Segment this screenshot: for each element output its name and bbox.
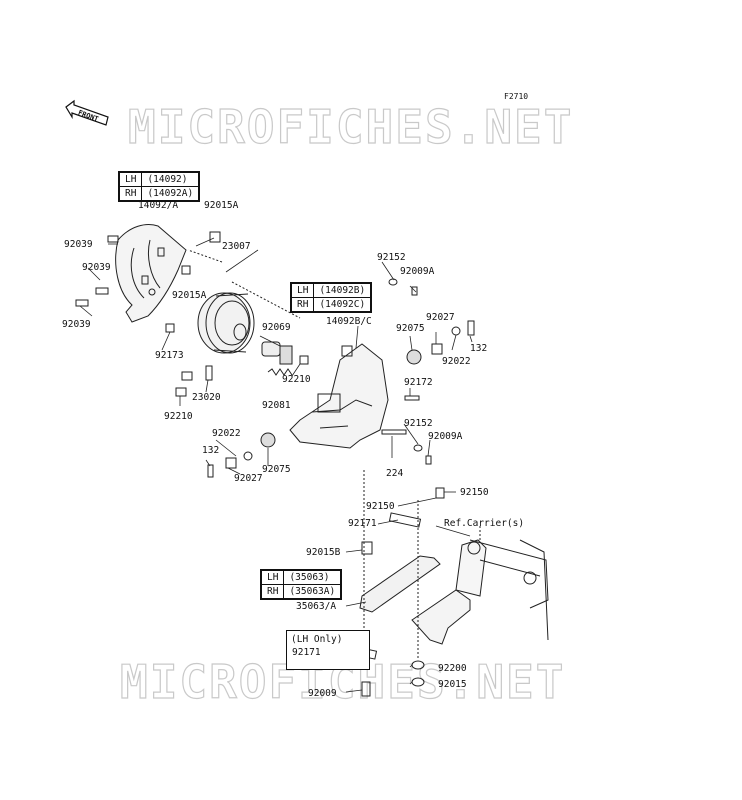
leader-lines-solid [79, 237, 473, 693]
part-label: 92039 [62, 319, 91, 330]
part-label: 92015A [172, 290, 207, 301]
table-cell-part: (35063) [283, 570, 342, 585]
part-label: 92027 [426, 312, 455, 323]
front-arrow-label: FRONT [77, 109, 100, 124]
headlight-cover-drawing [289, 343, 389, 449]
figure-code: F2710 [504, 92, 529, 101]
table-cell-side: RH [118, 186, 143, 201]
table-cell-side: LH [118, 172, 143, 187]
watermark-top: MICROFICHES.NET [127, 99, 574, 154]
stay-drawing [344, 512, 441, 697]
table-cell-side: LH [260, 570, 285, 585]
part-label: 92015B [306, 547, 341, 558]
headlight-bracket-drawing [115, 224, 187, 323]
table-cell-side: LH [290, 283, 315, 298]
lh-only-label: (LH Only) [291, 634, 343, 645]
spring-drawing [267, 368, 293, 376]
lh-only-note: (LH Only) [286, 630, 370, 670]
part-label: 92171 [292, 647, 321, 658]
part-label: 92173 [155, 350, 184, 361]
carrier-frame-drawing [411, 539, 549, 645]
part-label: 92015 [438, 679, 467, 690]
part-label: 224 [386, 468, 404, 479]
leader-lines [187, 249, 481, 660]
part-label: 92039 [64, 239, 93, 250]
table-cell-part: (14092) [141, 172, 200, 187]
part-label: 35063/A [296, 601, 337, 612]
part-label: 92150 [460, 487, 489, 498]
front-arrow-icon: FRONT [65, 99, 109, 126]
part-label: 92015A [204, 200, 239, 211]
table-cell-side: RH [260, 584, 285, 599]
part-label: 92210 [164, 411, 193, 422]
part-label: 132 [202, 445, 220, 456]
part-label: 92027 [234, 473, 263, 484]
part-label: 23007 [222, 241, 251, 252]
part-label: 92009A [428, 431, 463, 442]
part-label: 92039 [82, 262, 111, 273]
part-label: 14092B/C [326, 316, 372, 327]
part-label: 92152 [377, 252, 406, 263]
part-label: 92150 [366, 501, 395, 512]
stay-table: LH(35063) RH(35063A) [260, 569, 343, 600]
headlight-cover-table: LH(14092B) RH(14092C) [290, 282, 373, 313]
part-label: 92022 [442, 356, 471, 367]
part-label: 92069 [262, 322, 291, 333]
table-cell-part: (14092B) [313, 283, 372, 298]
part-label: 92210 [282, 374, 311, 385]
reference-carrier-label: Ref.Carrier(s) [444, 518, 525, 529]
part-label: 92009 [308, 688, 337, 699]
part-label: 92081 [262, 400, 291, 411]
part-label: 14092/A [138, 200, 179, 211]
part-label: 92200 [438, 663, 467, 674]
table-cell-part: (14092A) [141, 186, 200, 201]
part-label: 132 [470, 343, 488, 354]
part-label: 23020 [192, 392, 221, 403]
part-label: 92075 [262, 464, 291, 475]
part-label: 92009A [400, 266, 435, 277]
table-cell-part: (35063A) [283, 584, 342, 599]
headlight-bracket-table: LH(14092) RH(14092A) [118, 171, 201, 202]
part-label: 92022 [212, 428, 241, 439]
part-label: 92075 [396, 323, 425, 334]
part-label: 92171 [348, 518, 377, 529]
part-label: 92172 [404, 377, 433, 388]
table-cell-side: RH [290, 297, 315, 312]
part-label: 92152 [404, 418, 433, 429]
headlight-drawing [197, 292, 255, 354]
bulb-drawing [261, 341, 293, 365]
table-cell-part: (14092C) [313, 297, 372, 312]
small-parts-drawing [75, 231, 475, 555]
